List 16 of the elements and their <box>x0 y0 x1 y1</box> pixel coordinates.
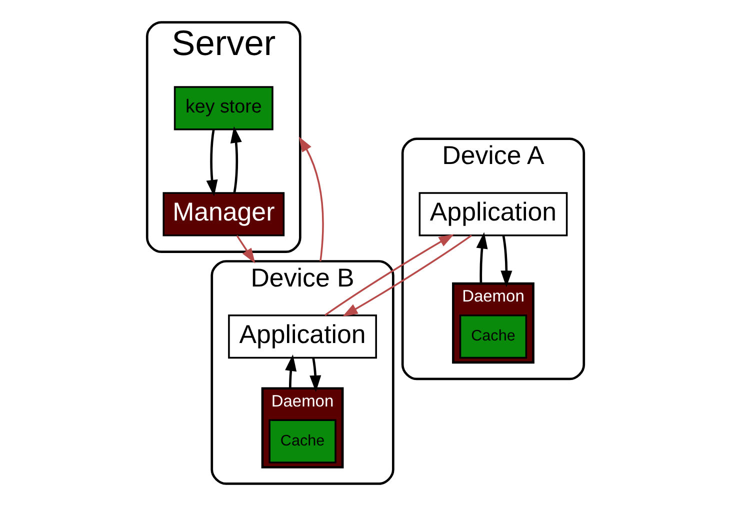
arrow <box>324 234 454 316</box>
arrow <box>236 235 256 264</box>
arrow <box>298 136 324 262</box>
node-box: Application <box>418 192 568 236</box>
node-box: Cache <box>268 419 336 464</box>
arrow <box>342 234 472 317</box>
arrow <box>206 130 218 196</box>
arrow <box>476 232 488 284</box>
arrow <box>500 236 512 288</box>
node-box: Cache <box>459 314 528 359</box>
node-box: Manager <box>162 192 285 236</box>
node-box: Application <box>228 314 377 359</box>
arrow <box>310 358 322 392</box>
arrow <box>230 126 242 194</box>
arrow <box>285 354 297 388</box>
node-box: key store <box>174 86 274 130</box>
